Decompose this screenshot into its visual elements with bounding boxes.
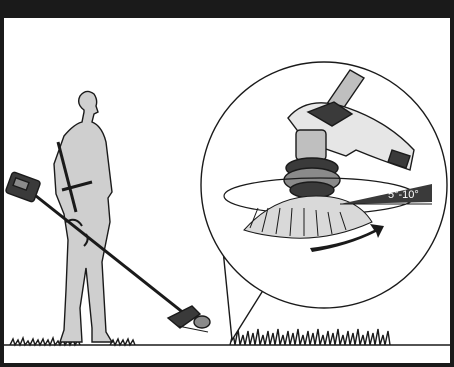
battery-pack: [5, 172, 41, 203]
trimmer-head: [168, 306, 210, 332]
angle-label: 5°-10°: [388, 189, 419, 201]
trimmer-shaft: [36, 196, 190, 318]
